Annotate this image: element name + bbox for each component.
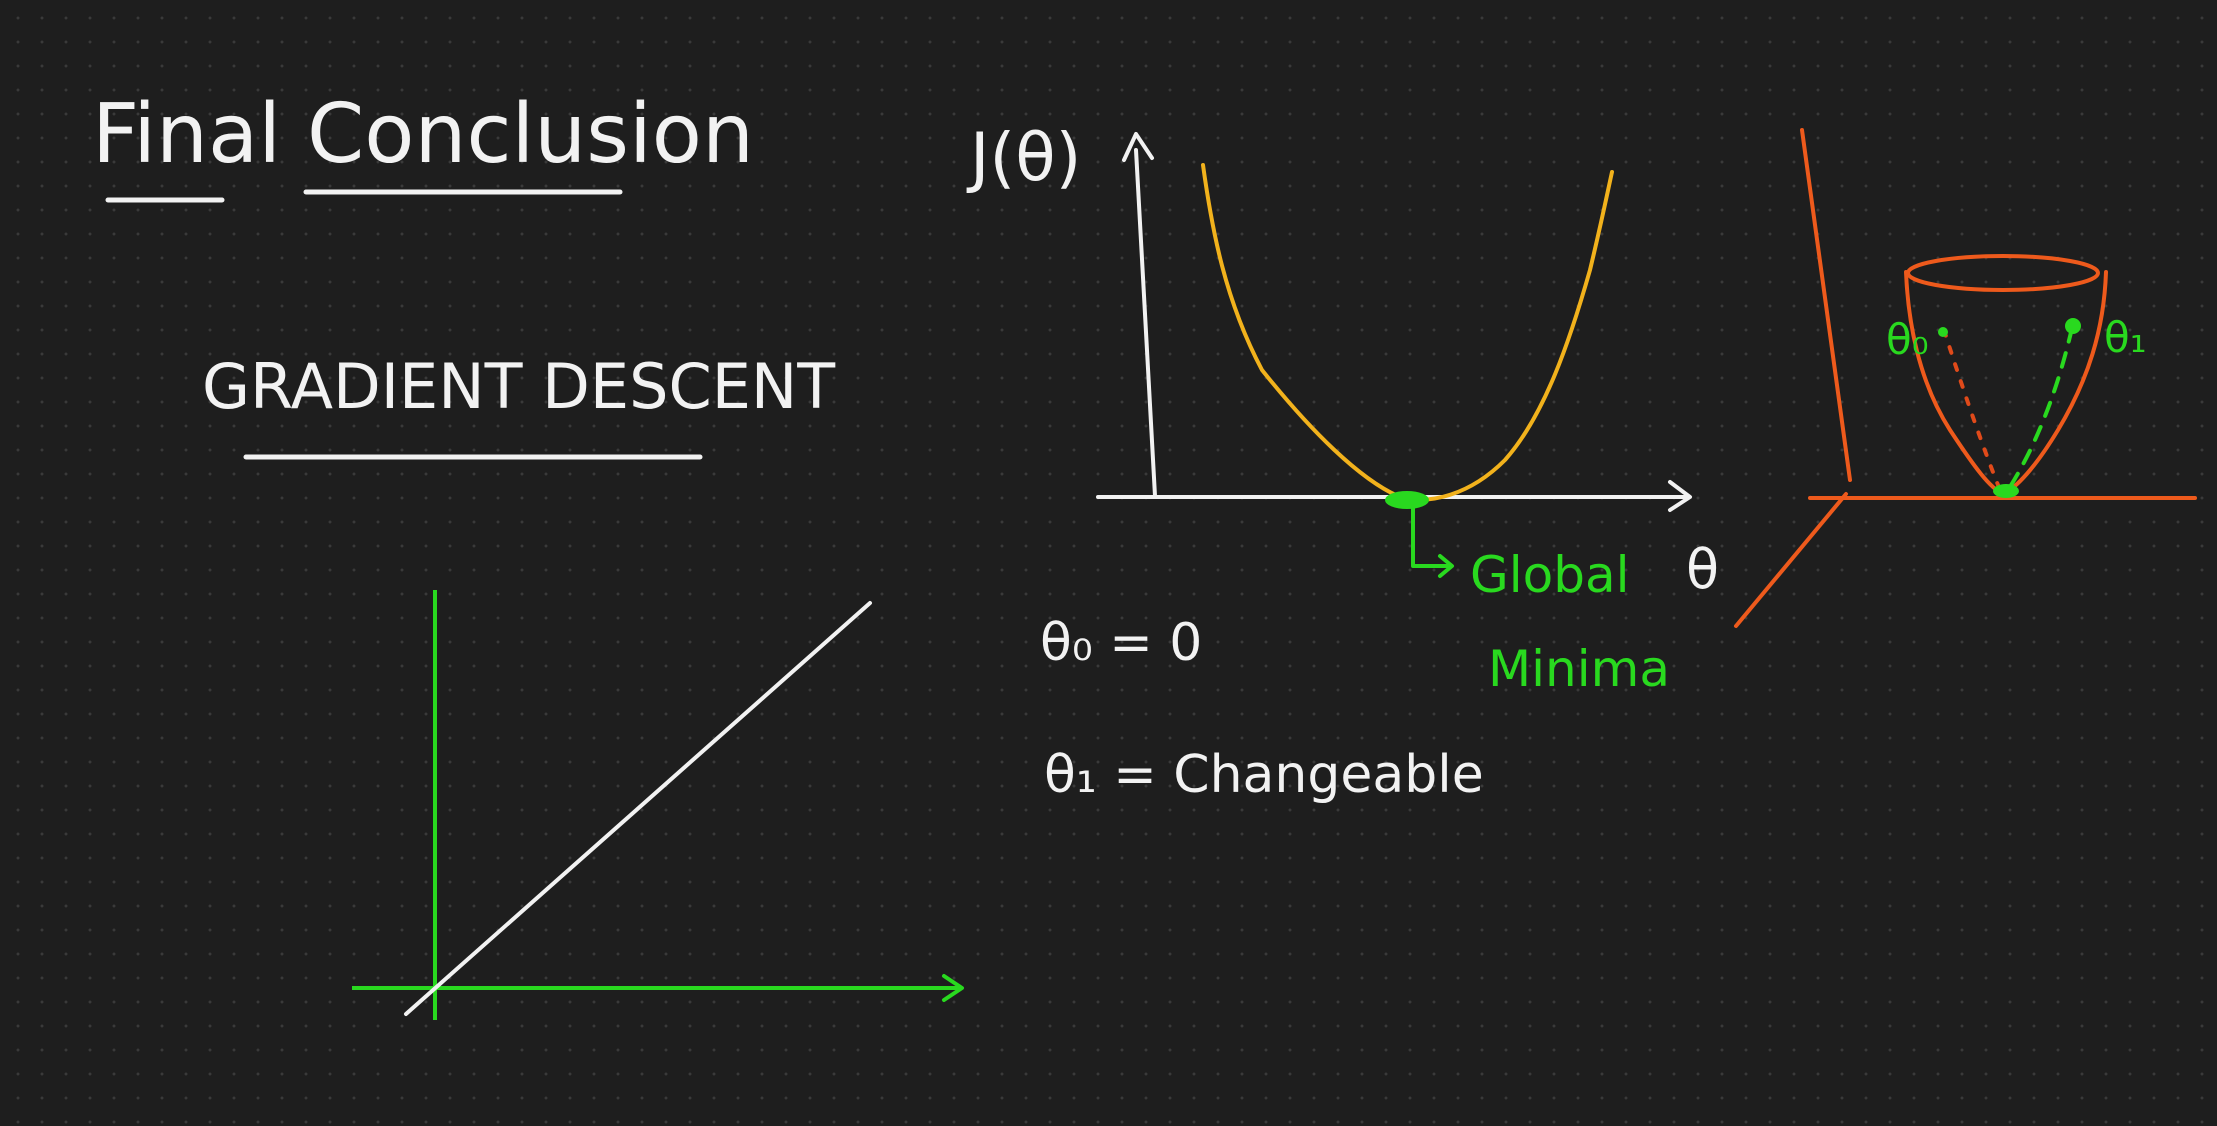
bowl-depth-axis — [1734, 492, 1848, 628]
cost-plot-y-axis — [1134, 148, 1157, 498]
bowl-surface — [1904, 270, 2108, 497]
bowl-vertical-axis — [1800, 128, 1852, 482]
theta-axis-label: θ — [1686, 538, 1719, 601]
bowl-theta0-label: θ₀ — [1886, 315, 1929, 364]
bowl-theta1-label: θ₁ — [2104, 313, 2147, 362]
cost-plot-x-arrowhead — [1668, 480, 1692, 512]
cost-axis-label: J(θ) — [966, 119, 1081, 196]
global-minimum-pointer-arrowhead — [1438, 554, 1454, 578]
bowl-minimum-point — [1993, 484, 2019, 498]
descent-path-theta0 — [1942, 328, 2002, 492]
cost-plot-y-arrowhead — [1122, 132, 1154, 162]
global-label-line1: Global — [1470, 546, 1630, 604]
linear-plot — [352, 590, 964, 1020]
linear-plot-line — [404, 601, 872, 1016]
global-label-line2: Minima — [1488, 640, 1670, 698]
cost-curve — [1201, 163, 1614, 502]
global-minimum-point — [1385, 491, 1429, 509]
bowl-rim — [1906, 254, 2100, 292]
bowl-start-point-theta1 — [2065, 318, 2081, 334]
bowl-start-point-theta0 — [1938, 327, 1948, 337]
title-text: Final Conclusion — [92, 87, 754, 182]
linear-plot-x-arrowhead — [942, 974, 964, 1002]
theta1-definition: θ₁ = Changeable — [1044, 745, 1484, 805]
descent-path-theta1 — [2006, 326, 2074, 492]
cost-function-plot: J(θ) Global Minima θ — [966, 119, 1719, 698]
global-minimum-pointer-arrow — [1411, 504, 1452, 568]
heading-text: GRADIENT DESCENT — [202, 350, 836, 423]
3d-cost-bowl: θ₀ θ₁ — [1734, 128, 2197, 628]
theta0-definition: θ₀ = 0 — [1040, 613, 1202, 673]
